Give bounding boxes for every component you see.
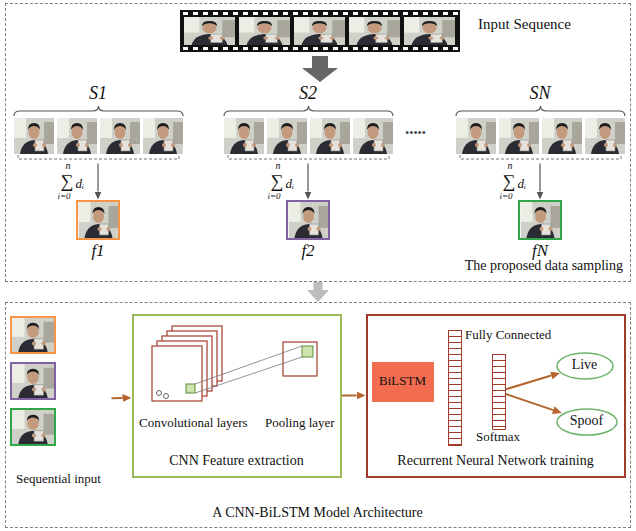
block-arrow	[302, 56, 338, 82]
video-frame	[456, 118, 496, 154]
node-label: fN	[532, 241, 548, 261]
node-label: The proposed data sampling	[465, 258, 623, 274]
sampled-frame: fN	[518, 200, 562, 240]
connector-arrow	[97, 164, 98, 192]
video-frame	[349, 17, 400, 45]
section-panel: A CNN-BiLSTM Model Architecture Sequentia…	[5, 302, 631, 528]
segment-brace	[456, 106, 625, 116]
formula-term: dᵢ	[518, 177, 527, 190]
bilstm-block: BiLSTM	[372, 362, 434, 402]
connector-arrow	[342, 395, 357, 397]
video-frame	[14, 118, 54, 154]
formula-index: n	[66, 161, 71, 171]
video-frame	[542, 118, 582, 154]
video-frame	[499, 118, 539, 154]
video-frame	[224, 118, 264, 154]
sampled-image	[289, 202, 329, 238]
connector-arrow	[314, 282, 323, 290]
sum-symbol: ∑	[503, 172, 516, 190]
input-image	[12, 410, 54, 444]
segment-group: S2	[224, 84, 393, 164]
sequence-caption: Input Sequence	[478, 17, 571, 32]
connector-arrow	[506, 376, 552, 390]
neuron-dot	[164, 394, 169, 399]
connector-arrow	[539, 164, 540, 192]
feature-map	[152, 346, 202, 401]
ellipsis-dots: •••••	[405, 127, 426, 139]
video-frame	[404, 17, 455, 45]
video-frame	[353, 118, 393, 154]
sum-symbol: ∑	[271, 172, 284, 190]
video-frame	[100, 118, 140, 154]
input-frame-border	[11, 363, 55, 399]
node-label: S1	[89, 84, 107, 102]
segment-group: S1	[14, 84, 183, 164]
input-group: Sequential input	[6, 310, 112, 490]
projection-line	[195, 357, 302, 393]
video-frame	[184, 17, 235, 45]
dashed-bracket	[460, 155, 621, 159]
input-frame-border	[11, 409, 55, 445]
node-label: Spoof	[570, 413, 603, 429]
video-frame	[310, 118, 350, 154]
video-frame	[294, 17, 345, 45]
pooling-kernel	[302, 346, 313, 357]
formula-term: dᵢ	[286, 177, 295, 190]
projection-line	[195, 346, 302, 384]
node-label: CNN Feature extraction	[169, 453, 304, 469]
film-strip	[180, 10, 460, 52]
connector-arrow	[506, 394, 554, 410]
video-frame	[239, 17, 290, 45]
node-label: BiLSTM	[379, 374, 426, 389]
sampled-frame: f1	[76, 200, 120, 240]
dashed-bracket	[18, 155, 179, 159]
node-label: S2	[299, 84, 317, 102]
formula-index: n	[276, 161, 281, 171]
video-frame	[143, 118, 183, 154]
connector-arrow	[307, 164, 308, 192]
layer-bar: Softmax	[492, 354, 506, 430]
video-frame	[585, 118, 625, 154]
dashed-bracket	[228, 155, 389, 159]
node-label: Live	[572, 357, 598, 373]
formula-index: i=0	[58, 192, 71, 201]
conv-kernel	[186, 384, 195, 393]
process-box: CNN Feature extraction	[132, 314, 342, 478]
input-frame-border	[11, 317, 55, 353]
node-label: Recurrent Neural Network training	[397, 453, 593, 469]
node-label: A CNN-BiLSTM Model Architecture	[212, 505, 422, 521]
output-ellipse: Live	[556, 352, 614, 380]
layer-bar: Fully Connected	[448, 330, 462, 446]
sampled-image	[79, 202, 119, 238]
formula-index: i=0	[268, 192, 281, 201]
node-label: SN	[529, 84, 550, 102]
connector-arrow	[112, 397, 123, 399]
sampled-image	[521, 202, 561, 238]
node-label: f1	[91, 241, 104, 261]
node-label: Softmax	[476, 430, 520, 445]
ellipse-shape	[557, 409, 617, 435]
input-image	[12, 364, 54, 398]
sampled-frame: f2	[286, 200, 330, 240]
sum-symbol: ∑	[61, 172, 74, 190]
neuron-dot	[157, 391, 162, 396]
part-label: Convolutional layers	[139, 416, 248, 429]
node-label: f2	[301, 241, 314, 261]
formula-index: n	[508, 161, 513, 171]
node-label: Sequential input	[16, 472, 101, 487]
ellipse-shape	[557, 353, 613, 379]
segment-group: SN	[456, 84, 625, 164]
formula-term: dᵢ	[76, 177, 85, 190]
process-box: Recurrent Neural Network training BiLSTM F…	[366, 314, 626, 478]
video-frame	[57, 118, 97, 154]
formula-index: i=0	[500, 192, 513, 201]
input-image	[12, 318, 54, 352]
node-label: Fully Connected	[465, 328, 551, 343]
video-frame	[267, 118, 307, 154]
part-label: Pooling layer	[265, 416, 335, 429]
output-ellipse: Spoof	[556, 408, 618, 436]
segment-brace	[224, 106, 393, 116]
segment-brace	[14, 106, 183, 116]
section-panel: The proposed data sampling S1 S2 SN f1 f2 fN	[5, 3, 631, 282]
